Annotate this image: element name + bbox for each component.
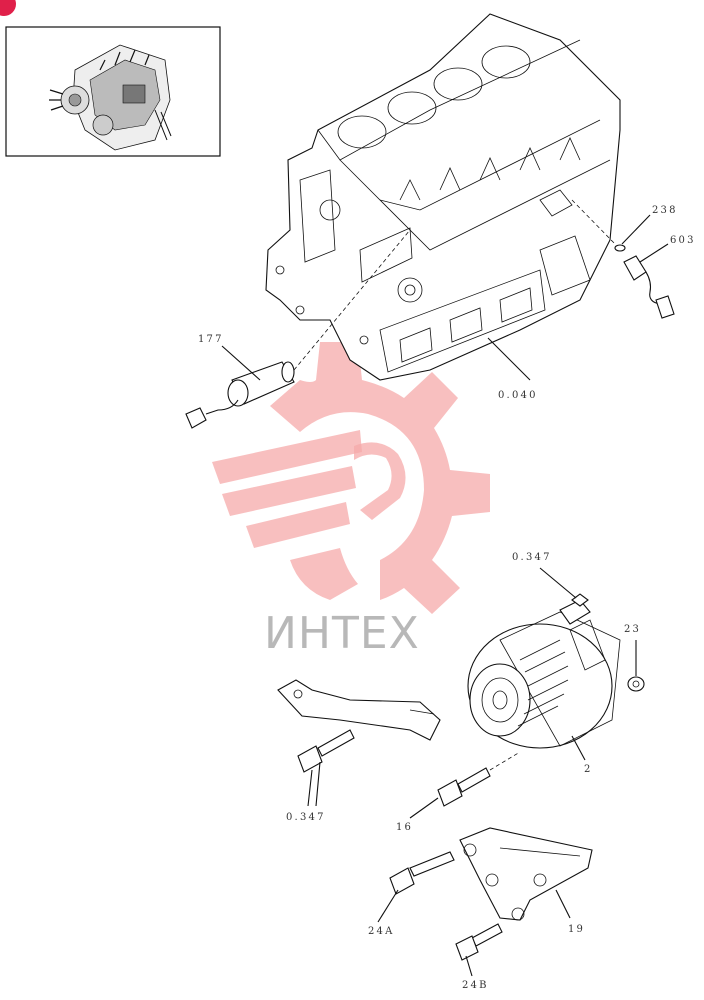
- callout-238: 238: [652, 205, 678, 216]
- callout-0040: 0.040: [498, 390, 538, 401]
- part-238-oring[interactable]: [571, 199, 626, 252]
- part-0347-nut[interactable]: [571, 593, 589, 607]
- bolt-24A[interactable]: [389, 851, 455, 895]
- callout-23: 23: [624, 624, 641, 635]
- callout-24A: 24A: [368, 926, 395, 937]
- callout-2: 2: [584, 764, 593, 775]
- watermark-text: ИНТЕХ: [264, 608, 420, 659]
- alternator-bracket[interactable]: [277, 679, 441, 741]
- engine-thumbnail[interactable]: [5, 26, 221, 157]
- part-603-sensor[interactable]: [623, 255, 675, 319]
- bolt-0347[interactable]: [297, 729, 355, 773]
- watermark-gear-logo: ИНТЕХ: [212, 342, 490, 659]
- bolt-16[interactable]: [437, 751, 521, 807]
- part-177-solenoid[interactable]: [185, 229, 411, 429]
- callout-177: 177: [198, 334, 224, 345]
- callout-0347-bottom: 0.347: [286, 812, 326, 823]
- engine-block[interactable]: [265, 13, 621, 381]
- callout-603: 603: [670, 235, 696, 246]
- bolt-24B[interactable]: [455, 923, 503, 961]
- callout-24B: 24B: [462, 980, 489, 991]
- callout-0347-top: 0.347: [512, 552, 552, 563]
- part-2-alternator[interactable]: [467, 599, 621, 749]
- leader-lines: [221, 214, 669, 977]
- callout-19: 19: [568, 924, 585, 935]
- part-19-bracket[interactable]: [459, 827, 593, 921]
- part-23-nut[interactable]: [627, 676, 645, 692]
- callout-16: 16: [396, 822, 413, 833]
- corner-badge: [0, 0, 16, 16]
